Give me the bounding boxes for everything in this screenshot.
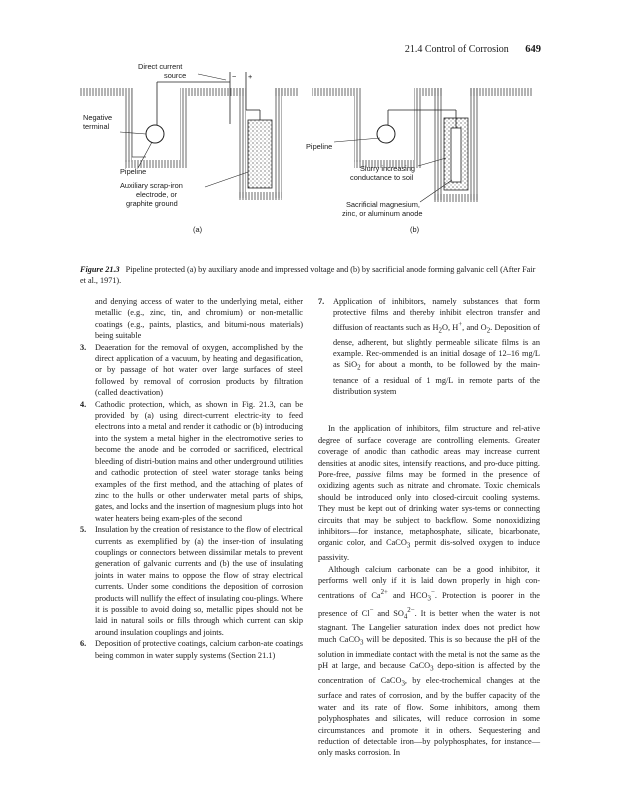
list-number: 6. — [80, 639, 87, 649]
anode-b-pit-wall-right — [470, 88, 478, 200]
label-aux-3: graphite ground — [126, 199, 178, 208]
paragraph-calcium-carbonate: Although calcium carbonate can be a good… — [318, 564, 541, 758]
panel-b-diagram: Pipeline Slurry increasing conductance t… — [306, 88, 532, 234]
list-text: Deaeration for the removal of oxygen, ac… — [95, 342, 303, 398]
anode-pit-floor — [238, 192, 282, 200]
left-column: and denying access of water to the under… — [80, 296, 303, 661]
label-direct-current: Direct current — [138, 62, 182, 71]
right-column: 7. Application of inhibitors, namely sub… — [318, 296, 540, 759]
page-number: 649 — [525, 44, 541, 55]
anode-b-pit-wall-left — [434, 88, 442, 200]
trench-b-wall-left — [354, 96, 362, 162]
paragraph-inhibitors: In the application of inhibitors, film s… — [318, 424, 541, 563]
list-number: 4. — [80, 399, 87, 409]
list-item-continuation: and denying access of water to the under… — [95, 297, 303, 341]
list-item-4: 4. Cathodic protection, which, as shown … — [80, 399, 303, 524]
list-text: Deposition of protective coatings, calci… — [95, 639, 303, 660]
trench-b-floor — [354, 160, 422, 168]
label-slurry-2: conductance to soil — [350, 173, 414, 182]
anode-pit-wall-left — [238, 88, 246, 198]
list-text: Cathodic protection, which, as shown in … — [95, 399, 303, 523]
list-text: Insulation by the creation of resistance… — [95, 525, 303, 637]
soil-surface-b-left — [312, 88, 362, 96]
label-negative: Negative — [83, 113, 112, 122]
section-title: 21.4 Control of Corrosion — [404, 44, 509, 55]
list-number: 3. — [80, 342, 87, 352]
anode-b-pit-floor — [434, 194, 478, 202]
trench-floor-left — [124, 160, 188, 168]
soil-surface-middle — [180, 88, 246, 96]
panel-a-diagram: Direct current source − + Negative termi… — [80, 62, 298, 234]
label-panel-b: (b) — [410, 225, 419, 234]
label-aux-1: Auxiliary scrap-iron — [120, 181, 183, 190]
list-text: Application of inhibitors, namely substa… — [333, 297, 541, 396]
list-number: 7. — [318, 297, 325, 306]
label-plus: + — [248, 72, 252, 81]
label-pipeline-a: Pipeline — [120, 167, 146, 176]
trench-wall-left — [124, 96, 132, 162]
label-minus: − — [232, 72, 236, 81]
label-aux-2: electrode, or — [136, 190, 178, 199]
pipeline-diagram: Direct current source − + Negative termi… — [80, 62, 532, 234]
label-panel-a: (a) — [193, 225, 202, 234]
label-pipeline-b: Pipeline — [306, 142, 332, 151]
pipeline-a-icon — [145, 124, 165, 144]
label-source: source — [164, 71, 186, 80]
list-item-5: 5. Insulation by the creation of resista… — [80, 524, 303, 638]
magnesium-anode-core — [450, 127, 462, 183]
list-number: 5. — [80, 525, 87, 535]
pipeline-b-icon — [376, 124, 396, 144]
trench-wall-right — [180, 96, 188, 160]
trench-b-wall-right — [414, 96, 422, 160]
soil-surface-b-middle — [414, 88, 442, 96]
caption-text: Pipeline protected (a) by auxiliary anod… — [80, 265, 536, 285]
figure-21-3: Direct current source − + Negative termi… — [80, 62, 540, 258]
label-slurry-1: Slurry increasing — [360, 164, 415, 173]
caption-label: Figure 21.3 — [80, 265, 120, 274]
anode-pit-wall-right — [274, 88, 282, 198]
label-sacrificial-1: Sacrificial magnesium, — [346, 200, 420, 209]
running-header: 21.4 Control of Corrosion 649 — [405, 44, 541, 55]
list-item-7: 7. Application of inhibitors, namely sub… — [318, 296, 540, 397]
list-item-6: 6. Deposition of protective coatings, ca… — [80, 638, 303, 661]
figure-caption: Figure 21.3 Pipeline protected (a) by au… — [80, 264, 538, 286]
list-item-3: 3. Deaeration for the removal of oxygen,… — [80, 342, 303, 399]
soil-surface-b-right — [470, 88, 532, 96]
soil-surface-left — [80, 88, 132, 96]
label-terminal: terminal — [83, 122, 110, 131]
auxiliary-anode-icon — [247, 119, 273, 189]
soil-surface-right — [274, 88, 298, 96]
label-sacrificial-2: zinc, or aluminum anode — [342, 209, 423, 218]
